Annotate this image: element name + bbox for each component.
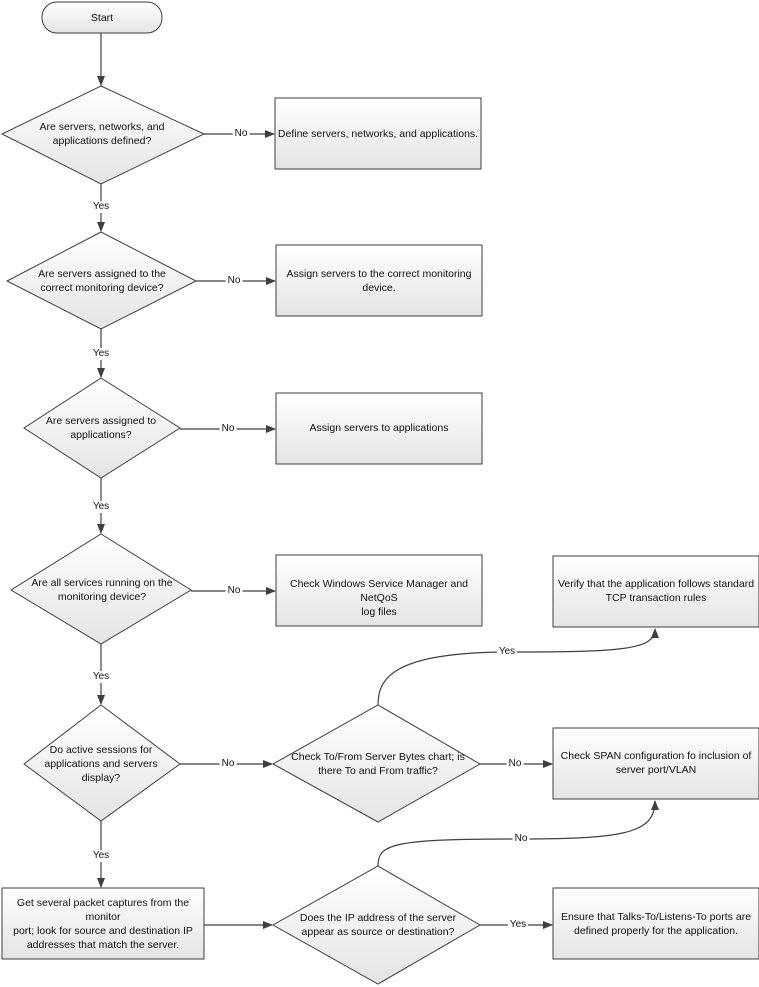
edge-label-services-no: No [225, 585, 243, 597]
decision-traffic [271, 704, 482, 823]
process-define [274, 97, 482, 170]
process-check-logs [275, 554, 483, 627]
process-assign-device-label: Assign servers to the correct monitoring… [286, 268, 472, 294]
start-label: Start [90, 11, 114, 24]
decision-assigned-apps-label: Are servers assigned to applications? [45, 415, 157, 441]
process-span-label: Check SPAN configuration fo inclusion of… [560, 750, 752, 776]
decision-ip-label: Does the IP address of the server appear… [299, 912, 457, 938]
edge-label-ip-yes: Yes [507, 919, 529, 931]
process-verify-tcp-label: Verify that the application follows stan… [557, 578, 755, 604]
process-captures [1, 887, 205, 960]
decision-ip [271, 865, 481, 985]
decision-traffic-label: Check To/From Server Bytes chart; is the… [291, 751, 465, 777]
process-captures-label: Get several packet captures from the mon… [13, 896, 193, 951]
edge-label-traffic-yes: Yes [496, 646, 518, 658]
process-assign-apps [275, 392, 483, 465]
decision-assigned-device-label: Are servers assigned to the correct moni… [38, 268, 166, 294]
edge-label-device-yes: Yes [90, 348, 112, 360]
process-verify-tcp [552, 555, 759, 628]
edge-label-ip-no: No [512, 833, 530, 845]
edge-label-sessions-no: No [219, 758, 237, 770]
edge-label-apps-yes: Yes [90, 501, 112, 513]
edge-label-services-yes: Yes [90, 671, 112, 683]
process-assign-apps-label: Assign servers to applications [309, 422, 449, 434]
process-check-logs-label: Check Windows Service Manager and NetQoS… [290, 578, 468, 618]
decision-services-label: Are all services running on the monitori… [31, 577, 173, 603]
edge-label-traffic-no: No [506, 758, 524, 770]
process-define-label: Define servers, networks, and applicatio… [277, 127, 479, 140]
process-ports [552, 887, 759, 960]
process-assign-device [275, 244, 483, 317]
edge-label-defined-yes: Yes [90, 201, 112, 213]
edge-label-apps-no: No [219, 423, 237, 435]
decision-sessions-label: Do active sessions for applications and … [44, 744, 158, 784]
process-ports-label: Ensure that Talks-To/Listens-To ports ar… [560, 910, 752, 937]
decision-defined-label: Are servers, networks, and applications … [39, 121, 165, 147]
edge-label-sessions-yes: Yes [90, 850, 112, 862]
connector-traffic-yes [377, 628, 659, 706]
process-span [552, 727, 759, 800]
connector-ip-no [377, 800, 659, 867]
start-terminator [41, 1, 163, 34]
edge-label-defined-no: No [232, 128, 250, 140]
edge-label-device-no: No [225, 275, 243, 287]
